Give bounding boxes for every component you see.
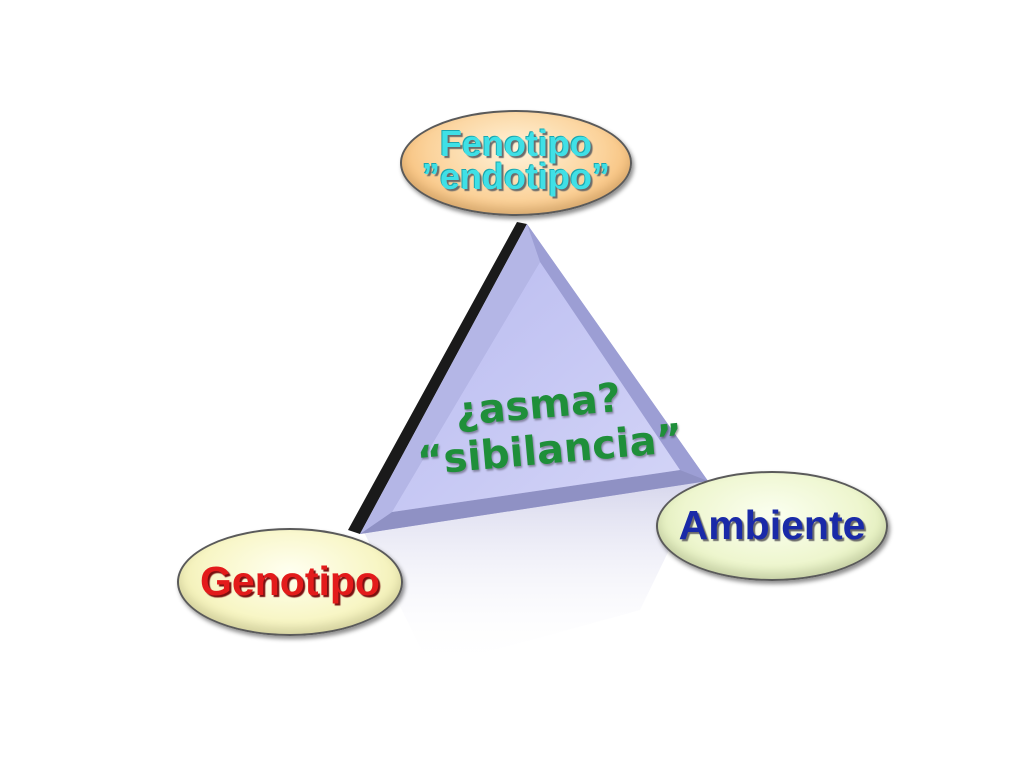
triangle-face	[392, 262, 680, 512]
endotipo-label: ”endotipo”	[422, 156, 610, 197]
fenotipo-node: Fenotipo ”endotipo”	[400, 110, 632, 216]
genotipo-label: Genotipo	[200, 558, 380, 605]
ambiente-node: Ambiente	[656, 471, 888, 581]
genotipo-node: Genotipo	[177, 528, 403, 636]
triangle-bevel-top	[527, 224, 708, 481]
fenotipo-label: Fenotipo	[440, 123, 592, 165]
triangle-bevel-left	[360, 224, 540, 534]
triangle-bevel-bottom	[360, 470, 708, 534]
ambiente-label: Ambiente	[678, 502, 866, 549]
triangle-left-edge	[348, 222, 527, 534]
triangle-reflection	[362, 482, 702, 668]
